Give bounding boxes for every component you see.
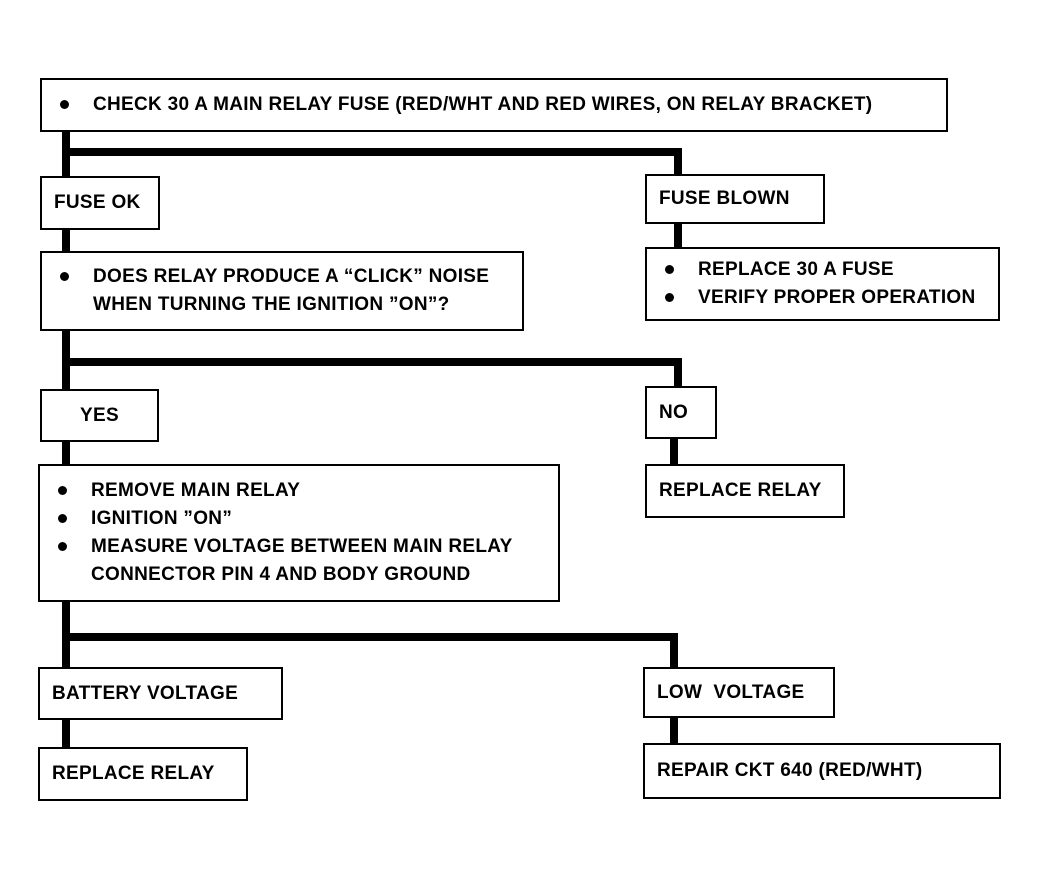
connector-line xyxy=(62,718,70,748)
bullet-text: REPLACE 30 A FUSE xyxy=(698,259,894,280)
replace-relay-no-box: REPLACE RELAY xyxy=(645,464,845,518)
bullet-item: IGNITION ”ON” xyxy=(52,505,558,533)
connector-line xyxy=(62,228,70,252)
bullet-text: VERIFY PROPER OPERATION xyxy=(698,287,976,308)
bullet-item: DOES RELAY PRODUCE A “CLICK” NOISE xyxy=(54,263,522,291)
connector-line xyxy=(674,148,682,176)
connector-line xyxy=(62,358,682,366)
bullet-item: CHECK 30 A MAIN RELAY FUSE (RED/WHT AND … xyxy=(54,91,946,119)
connector-line xyxy=(62,440,70,466)
bullet-dot xyxy=(60,100,69,109)
fuse-ok-label: FUSE OK xyxy=(54,192,141,213)
fuse-blown-actions-box: REPLACE 30 A FUSE VERIFY PROPER OPERATIO… xyxy=(645,247,1000,321)
bullet-dot xyxy=(58,542,67,551)
bullet-dot xyxy=(60,272,69,281)
bullet-text: MEASURE VOLTAGE BETWEEN MAIN RELAY xyxy=(91,536,513,557)
bullet-dot xyxy=(58,486,67,495)
connector-line xyxy=(674,222,682,248)
bullet-dot xyxy=(58,514,67,523)
bullet-text: DOES RELAY PRODUCE A “CLICK” NOISE xyxy=(93,266,490,287)
repair-ckt-label: REPAIR CKT 640 (RED/WHT) xyxy=(657,760,923,781)
yes-label: YES xyxy=(80,404,119,426)
connector-line xyxy=(62,633,678,641)
bullet-dot xyxy=(665,293,674,302)
connector-line xyxy=(674,358,682,386)
connector-line xyxy=(670,437,678,465)
step-measure-voltage-box: REMOVE MAIN RELAY IGNITION ”ON” MEASURE … xyxy=(38,464,560,602)
bullet-item: REPLACE 30 A FUSE xyxy=(659,256,998,284)
low-voltage-box: LOW VOLTAGE xyxy=(643,667,835,718)
battery-voltage-box: BATTERY VOLTAGE xyxy=(38,667,283,720)
replace-relay-final-label: REPLACE RELAY xyxy=(52,763,215,784)
fuse-ok-box: FUSE OK xyxy=(40,176,160,230)
fuse-blown-box: FUSE BLOWN xyxy=(645,174,825,224)
bullet-text-continued: CONNECTOR PIN 4 AND BODY GROUND xyxy=(91,564,471,585)
fuse-blown-label: FUSE BLOWN xyxy=(659,188,790,209)
repair-ckt-box: REPAIR CKT 640 (RED/WHT) xyxy=(643,743,1001,799)
low-voltage-label: LOW VOLTAGE xyxy=(657,681,805,703)
bullet-text: REMOVE MAIN RELAY xyxy=(91,480,301,501)
step-relay-click-box: DOES RELAY PRODUCE A “CLICK” NOISE WHEN … xyxy=(40,251,524,331)
connector-line xyxy=(670,633,678,668)
bullet-item: MEASURE VOLTAGE BETWEEN MAIN RELAY xyxy=(52,533,558,561)
bullet-text: CHECK 30 A MAIN RELAY FUSE (RED/WHT AND … xyxy=(93,94,873,115)
bullet-dot xyxy=(665,265,674,274)
yes-box: YES xyxy=(40,389,159,442)
connector-line xyxy=(62,148,682,156)
no-box: NO xyxy=(645,386,717,439)
no-label: NO xyxy=(659,401,689,423)
connector-line xyxy=(670,716,678,744)
bullet-text-continued: WHEN TURNING THE IGNITION ”ON”? xyxy=(93,294,450,315)
bullet-item: REMOVE MAIN RELAY xyxy=(52,477,558,505)
battery-voltage-label: BATTERY VOLTAGE xyxy=(52,682,239,704)
step-check-fuse-box: CHECK 30 A MAIN RELAY FUSE (RED/WHT AND … xyxy=(40,78,948,132)
replace-relay-final-box: REPLACE RELAY xyxy=(38,747,248,801)
replace-relay-label: REPLACE RELAY xyxy=(659,480,822,501)
bullet-item: VERIFY PROPER OPERATION xyxy=(659,284,998,312)
bullet-text: IGNITION ”ON” xyxy=(91,508,233,529)
